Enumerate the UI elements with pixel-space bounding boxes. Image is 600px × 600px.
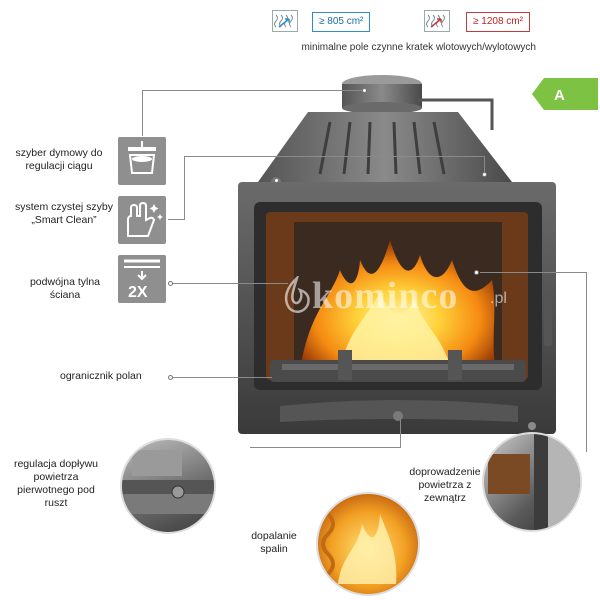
leader-smart-clean-h: [184, 156, 484, 157]
leader-smart-clean: [168, 219, 184, 220]
label-log-guard: ogranicznik polan: [60, 370, 142, 382]
double-wall-icon: 2X: [118, 255, 166, 303]
leader-smart-clean-v: [184, 156, 185, 220]
detail-primary-air-photo: [120, 438, 216, 534]
energy-class-badge: A: [532, 78, 598, 110]
watermark-logo-icon: [284, 276, 310, 313]
outlet-area-value: ≥ 1208 cm²: [466, 12, 530, 32]
hand-wipe-sparkle-icon: [118, 196, 166, 244]
label-double-wall: podwójna tylna ściana: [29, 276, 101, 301]
leader-damper: [142, 90, 143, 136]
label-primary-air: regulacja dopływu powietrza pierwotnego …: [13, 458, 99, 509]
leader-dot: [168, 375, 173, 380]
damper-icon: [118, 137, 166, 185]
energy-class-letter: A: [554, 87, 565, 104]
leader-dot: [274, 178, 279, 183]
leader-log-guard: [172, 377, 272, 378]
leader-external-air-v: [586, 272, 587, 452]
detail-external-air-photo: [482, 432, 582, 532]
leader-dot: [168, 281, 173, 286]
watermark: kominco .pl: [282, 270, 542, 330]
label-external-air: doprowadzenie powietrza z zewnątrz: [409, 466, 481, 504]
leader-dot: [474, 270, 479, 275]
vent-grille-outlet-icon: [424, 10, 450, 32]
leader-smart-clean-r: [484, 156, 485, 174]
inlet-area-value: ≥ 805 cm²: [312, 12, 371, 32]
detail-afterburn-photo: [316, 492, 420, 596]
watermark-brand: kominco: [312, 275, 459, 317]
fireplace-illustration: [238, 75, 556, 434]
leader-dot: [482, 172, 487, 177]
leader-primary-air-h: [250, 447, 400, 448]
leader-external-air: [480, 272, 586, 273]
vent-caption: minimalne pole czynne kratek wlotowych/w…: [301, 42, 536, 53]
watermark-suffix: .pl: [490, 290, 507, 307]
leader-damper-h: [142, 90, 364, 91]
label-smart-clean: system czystej szyby „Smart Clean”: [14, 201, 114, 226]
leader-dot: [362, 88, 367, 93]
double-wall-badge: 2X: [128, 284, 148, 301]
vent-grille-inlet-icon: [272, 10, 298, 32]
label-damper: szyber dymowy do regulacji ciągu: [15, 147, 103, 172]
leader-primary-air: [400, 420, 401, 448]
label-afterburn: dopalanie spalin: [251, 530, 297, 555]
leader-double-wall: [170, 283, 288, 284]
